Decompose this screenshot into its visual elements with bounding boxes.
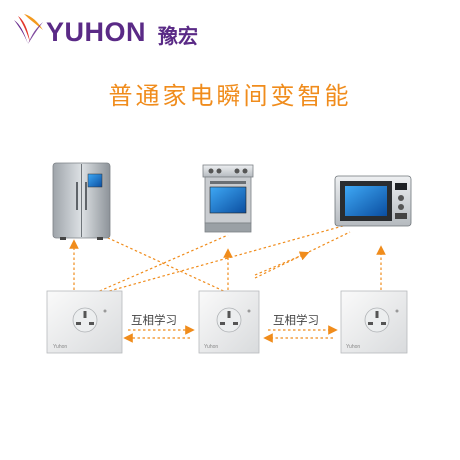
brand-logo: YUHON 豫宏	[10, 10, 230, 50]
refrigerator-icon	[52, 162, 111, 240]
wall-socket-icon	[46, 290, 123, 354]
socket-3-brand: Yuhon	[346, 344, 360, 350]
line-diag-arrow	[254, 251, 310, 276]
wall-socket-icon	[340, 290, 408, 354]
page-headline: 普通家电瞬间变智能	[108, 82, 352, 110]
microwave-icon	[334, 175, 412, 227]
yuhon-swoosh-icon	[14, 14, 43, 44]
oven-icon	[202, 164, 254, 233]
line-socket1-microwave	[94, 223, 351, 296]
line-socket1-oven	[94, 234, 229, 294]
line-socket2-fridge	[94, 231, 229, 294]
brand-name: YUHON	[46, 17, 147, 47]
learn-label-2: 互相学习	[273, 313, 319, 327]
wall-socket-icon	[198, 290, 260, 354]
brand-name-cn: 豫宏	[158, 24, 198, 48]
connection-lines	[69, 223, 386, 343]
learn-label-1: 互相学习	[131, 313, 177, 327]
socket-1-brand: Yuhon	[53, 344, 67, 350]
socket-2-brand: Yuhon	[204, 344, 218, 350]
